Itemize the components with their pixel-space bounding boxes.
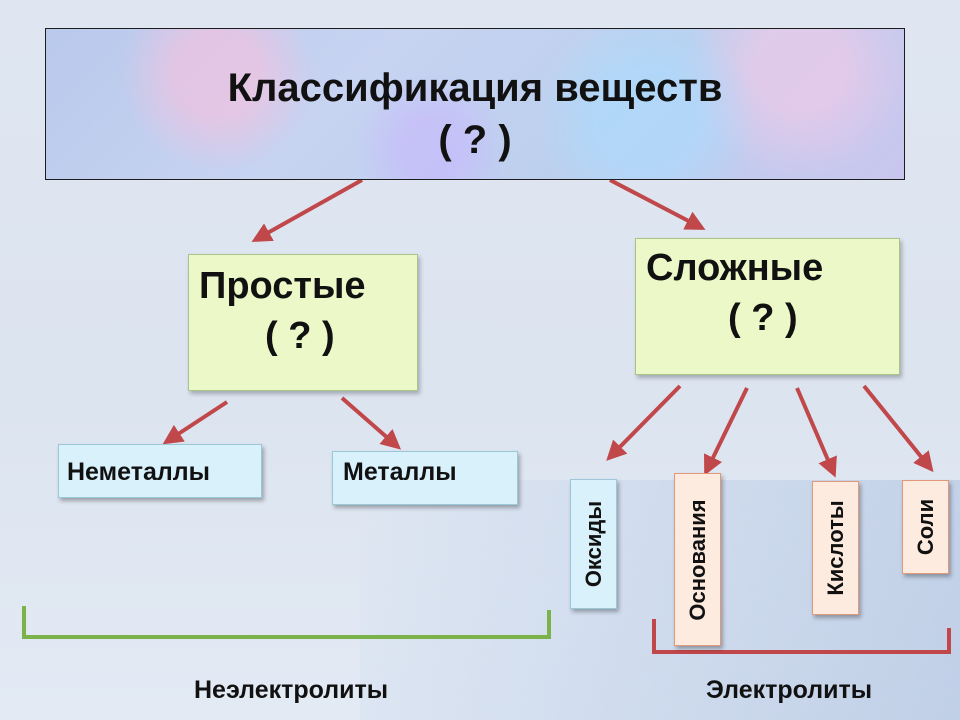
simple-substances-box: Простые ( ? ) [188,254,418,391]
acids-box: Кислоты [812,481,859,615]
oxides-box: Оксиды [570,479,617,609]
simple-label: Простые [199,265,366,307]
bases-label: Основания [684,498,710,621]
arrow-to-bases [704,387,749,476]
nonmetals-box: Неметаллы [58,444,262,498]
arrow-to-acids [795,387,837,478]
arrow-to-oxides [606,384,682,461]
arrow-to-simple [251,178,363,242]
electrolytes-label: Электролиты [706,676,873,704]
acids-label: Кислоты [822,500,848,596]
arrow-to-nonmetals [162,400,229,445]
nonmetals-label: Неметаллы [67,458,210,486]
title-question: ( ? ) [438,118,512,162]
complex-question: ( ? ) [728,297,798,339]
oxides-label: Оксиды [580,500,606,588]
metals-box: Металлы [332,451,518,505]
bases-box: Основания [674,473,721,646]
complex-substances-box: Сложные ( ? ) [635,238,900,375]
salts-label: Соли [912,498,938,556]
green-bracket [22,606,551,639]
arrow-to-complex [609,178,706,230]
nonelectrolytes-label: Неэлектролиты [194,676,389,704]
arrow-to-metals [340,396,402,450]
red-bracket [652,619,951,654]
metals-label: Металлы [343,458,457,486]
title-box: Классификация веществ ( ? ) [45,28,905,180]
title-text: Классификация веществ [227,66,723,110]
salts-box: Соли [902,480,949,574]
complex-label: Сложные [646,247,824,289]
arrow-to-salts [862,384,934,473]
simple-question: ( ? ) [265,315,335,357]
